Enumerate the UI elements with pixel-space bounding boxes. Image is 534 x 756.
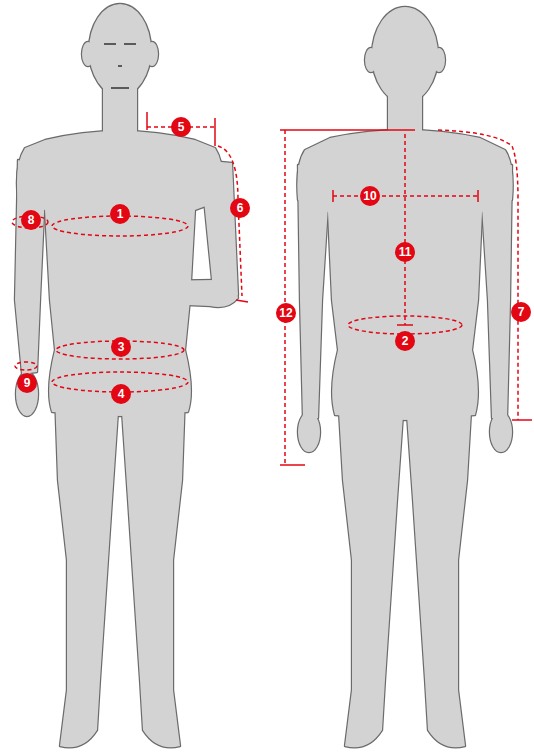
callout-number: 7: [511, 302, 531, 322]
callout-number: 11: [395, 242, 415, 262]
callout-number: 9: [17, 373, 37, 393]
callout-number: 12: [276, 303, 296, 323]
callout-number: 4: [111, 384, 131, 404]
callout-number: 2: [395, 331, 415, 351]
callout-number: 8: [21, 210, 41, 230]
callout-number: 5: [171, 117, 191, 137]
callout-number: 10: [360, 186, 380, 206]
callout-number: 1: [110, 204, 130, 224]
callout-number: 6: [230, 198, 250, 218]
callout-number: 3: [111, 337, 131, 357]
